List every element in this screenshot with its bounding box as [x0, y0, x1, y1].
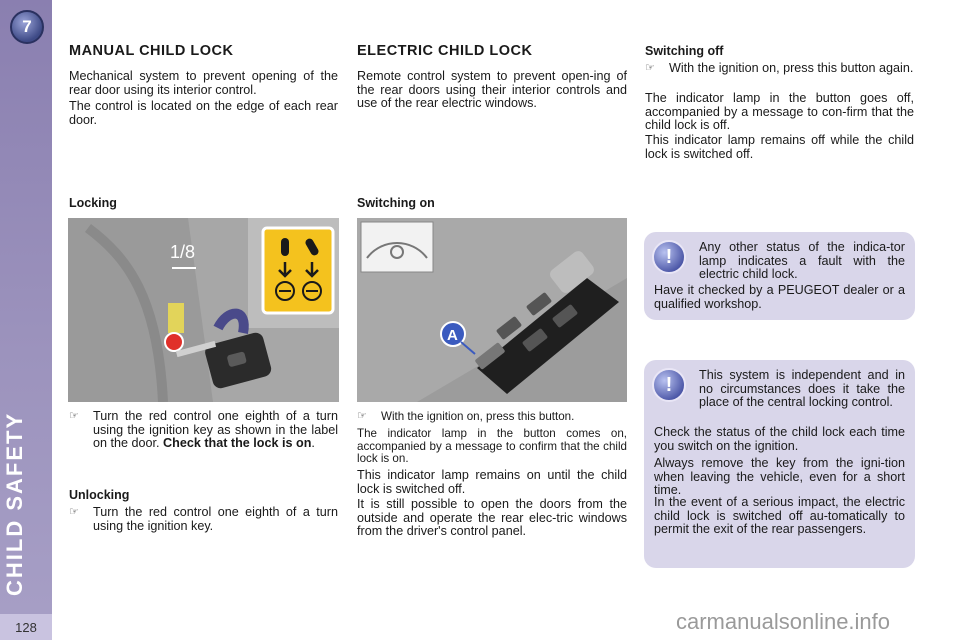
locking-heading: Locking: [69, 196, 117, 210]
electric-intro: Remote control system to prevent open-in…: [357, 69, 627, 111]
child-lock-button-icon: [475, 342, 505, 370]
section-title: CHILD SAFETY: [2, 411, 27, 596]
electric-lock-figure: A: [357, 218, 627, 402]
locking-check-text: Check that the lock is on: [163, 436, 312, 451]
door-edge-illustration: 1/8: [68, 218, 339, 402]
switching-on-indicator: The indicator lamp in the button comes o…: [357, 427, 627, 466]
pointer-icon: ☞: [69, 506, 79, 518]
red-control-icon: [164, 332, 184, 352]
switching-on-step-text: With the ignition on, press this button.: [381, 410, 575, 423]
safety-note-check: Check the status of the child lock each …: [654, 425, 905, 453]
callout-a-icon: [440, 321, 466, 347]
fraction-label: 1/8: [170, 242, 195, 262]
manual-intro: Mechanical system to prevent opening of …: [69, 69, 338, 97]
locking-step-text: Turn the red control one eighth of a tur…: [93, 409, 338, 451]
safety-note-impact: In the event of a serious impact, the el…: [654, 495, 905, 537]
unlocking-step-text: Turn the red control one eighth of a tur…: [93, 505, 338, 533]
mirror-control-icon: [550, 251, 594, 293]
unlocking-heading: Unlocking: [69, 488, 130, 502]
warning-icon: !: [652, 240, 686, 274]
unlocking-step: ☞ Turn the red control one eighth of a t…: [69, 505, 338, 536]
door-label-icon: [261, 226, 335, 315]
fault-note: ! Any other status of the indica-tor lam…: [644, 232, 915, 320]
manual-child-lock-title: MANUAL CHILD LOCK: [69, 43, 234, 59]
pointer-icon: ☞: [357, 410, 367, 422]
locking-step: ☞ Turn the red control one eighth of a t…: [69, 409, 338, 462]
switching-off-remains: This indicator lamp remains off while th…: [645, 133, 914, 161]
warning-icon: !: [652, 368, 686, 402]
switching-off-step: ☞ With the ignition on, press this butto…: [645, 61, 915, 90]
door-panel-illustration: A: [357, 218, 627, 402]
switching-off-indicator: The indicator lamp in the button goes of…: [645, 91, 914, 133]
electric-child-lock-title: ELECTRIC CHILD LOCK: [357, 43, 533, 59]
switching-off-heading: Switching off: [645, 44, 724, 58]
manual-location: The control is located on the edge of ea…: [69, 99, 338, 127]
watermark: carmanualsonline.info: [676, 609, 891, 634]
switching-on-outside: It is still possible to open the doors f…: [357, 497, 627, 539]
safety-note-lead: This system is independent and in no cir…: [699, 368, 905, 410]
safety-note: ! This system is independent and in no c…: [644, 360, 915, 568]
chapter-number-badge: 7: [10, 10, 44, 44]
page-number: 128: [0, 614, 52, 640]
chapter-sidebar: [0, 0, 52, 640]
switching-on-remains: This indicator lamp remains on until the…: [357, 468, 627, 496]
switching-off-step-text: With the ignition on, press this button …: [669, 61, 914, 75]
fault-note-body: Have it checked by a PEUGEOT dealer or a…: [654, 283, 905, 311]
manual-lock-figure: 1/8: [68, 218, 339, 402]
safety-note-key: Always remove the key from the igni-tion…: [654, 456, 905, 498]
pointer-icon: ☞: [645, 62, 655, 74]
pointer-icon: ☞: [69, 410, 79, 422]
window-switch-panel: [477, 278, 619, 394]
fault-note-lead: Any other status of the indica-tor lamp …: [699, 240, 905, 282]
callout-a-label: A: [447, 327, 458, 344]
locking-check-end: .: [311, 436, 315, 451]
switching-on-step: ☞ With the ignition on, press this butto…: [357, 410, 627, 426]
switching-on-heading: Switching on: [357, 196, 435, 210]
